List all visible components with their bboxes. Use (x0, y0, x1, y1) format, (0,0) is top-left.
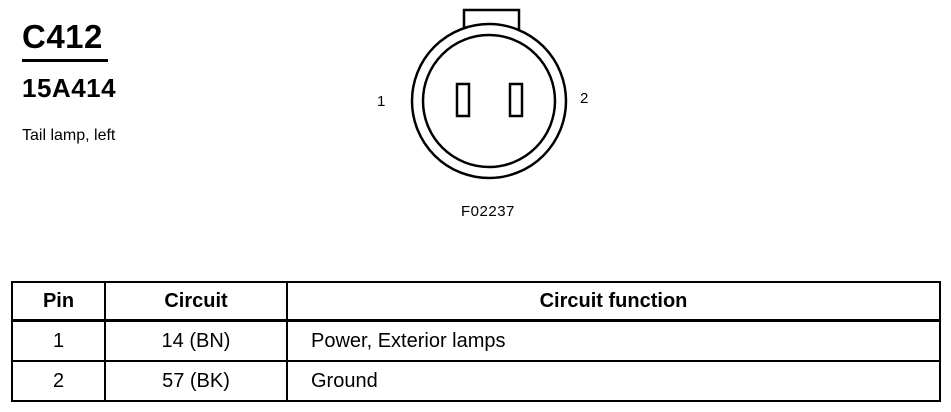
connector-inner-ring (421, 33, 557, 169)
header-circuit-function: Circuit function (286, 281, 941, 322)
cell-circuit-function: Ground (286, 360, 941, 402)
header-circuit: Circuit (104, 281, 288, 322)
connector-description: Tail lamp, left (22, 127, 116, 144)
pin-table: Pin Circuit Circuit function 1 14 (BN) P… (11, 281, 941, 402)
pin-1-terminal (455, 82, 471, 118)
table-row: 1 14 (BN) Power, Exterior lamps (11, 319, 941, 362)
header-pin: Pin (11, 281, 106, 322)
connector-id: C412 (22, 18, 103, 55)
pin-label-2: 2 (580, 90, 589, 107)
cell-pin: 1 (11, 319, 106, 362)
connector-id-underline (22, 59, 108, 62)
figure-code: F02237 (461, 203, 515, 220)
table-header-row: Pin Circuit Circuit function (11, 281, 941, 322)
cell-circuit: 57 (BK) (104, 360, 288, 402)
cell-circuit-function: Power, Exterior lamps (286, 319, 941, 362)
part-number: 15A414 (22, 73, 117, 103)
pin-2-terminal (508, 82, 524, 118)
pin-label-1: 1 (377, 93, 386, 110)
table-row: 2 57 (BK) Ground (11, 360, 941, 402)
cell-pin: 2 (11, 360, 106, 402)
cell-circuit: 14 (BN) (104, 319, 288, 362)
